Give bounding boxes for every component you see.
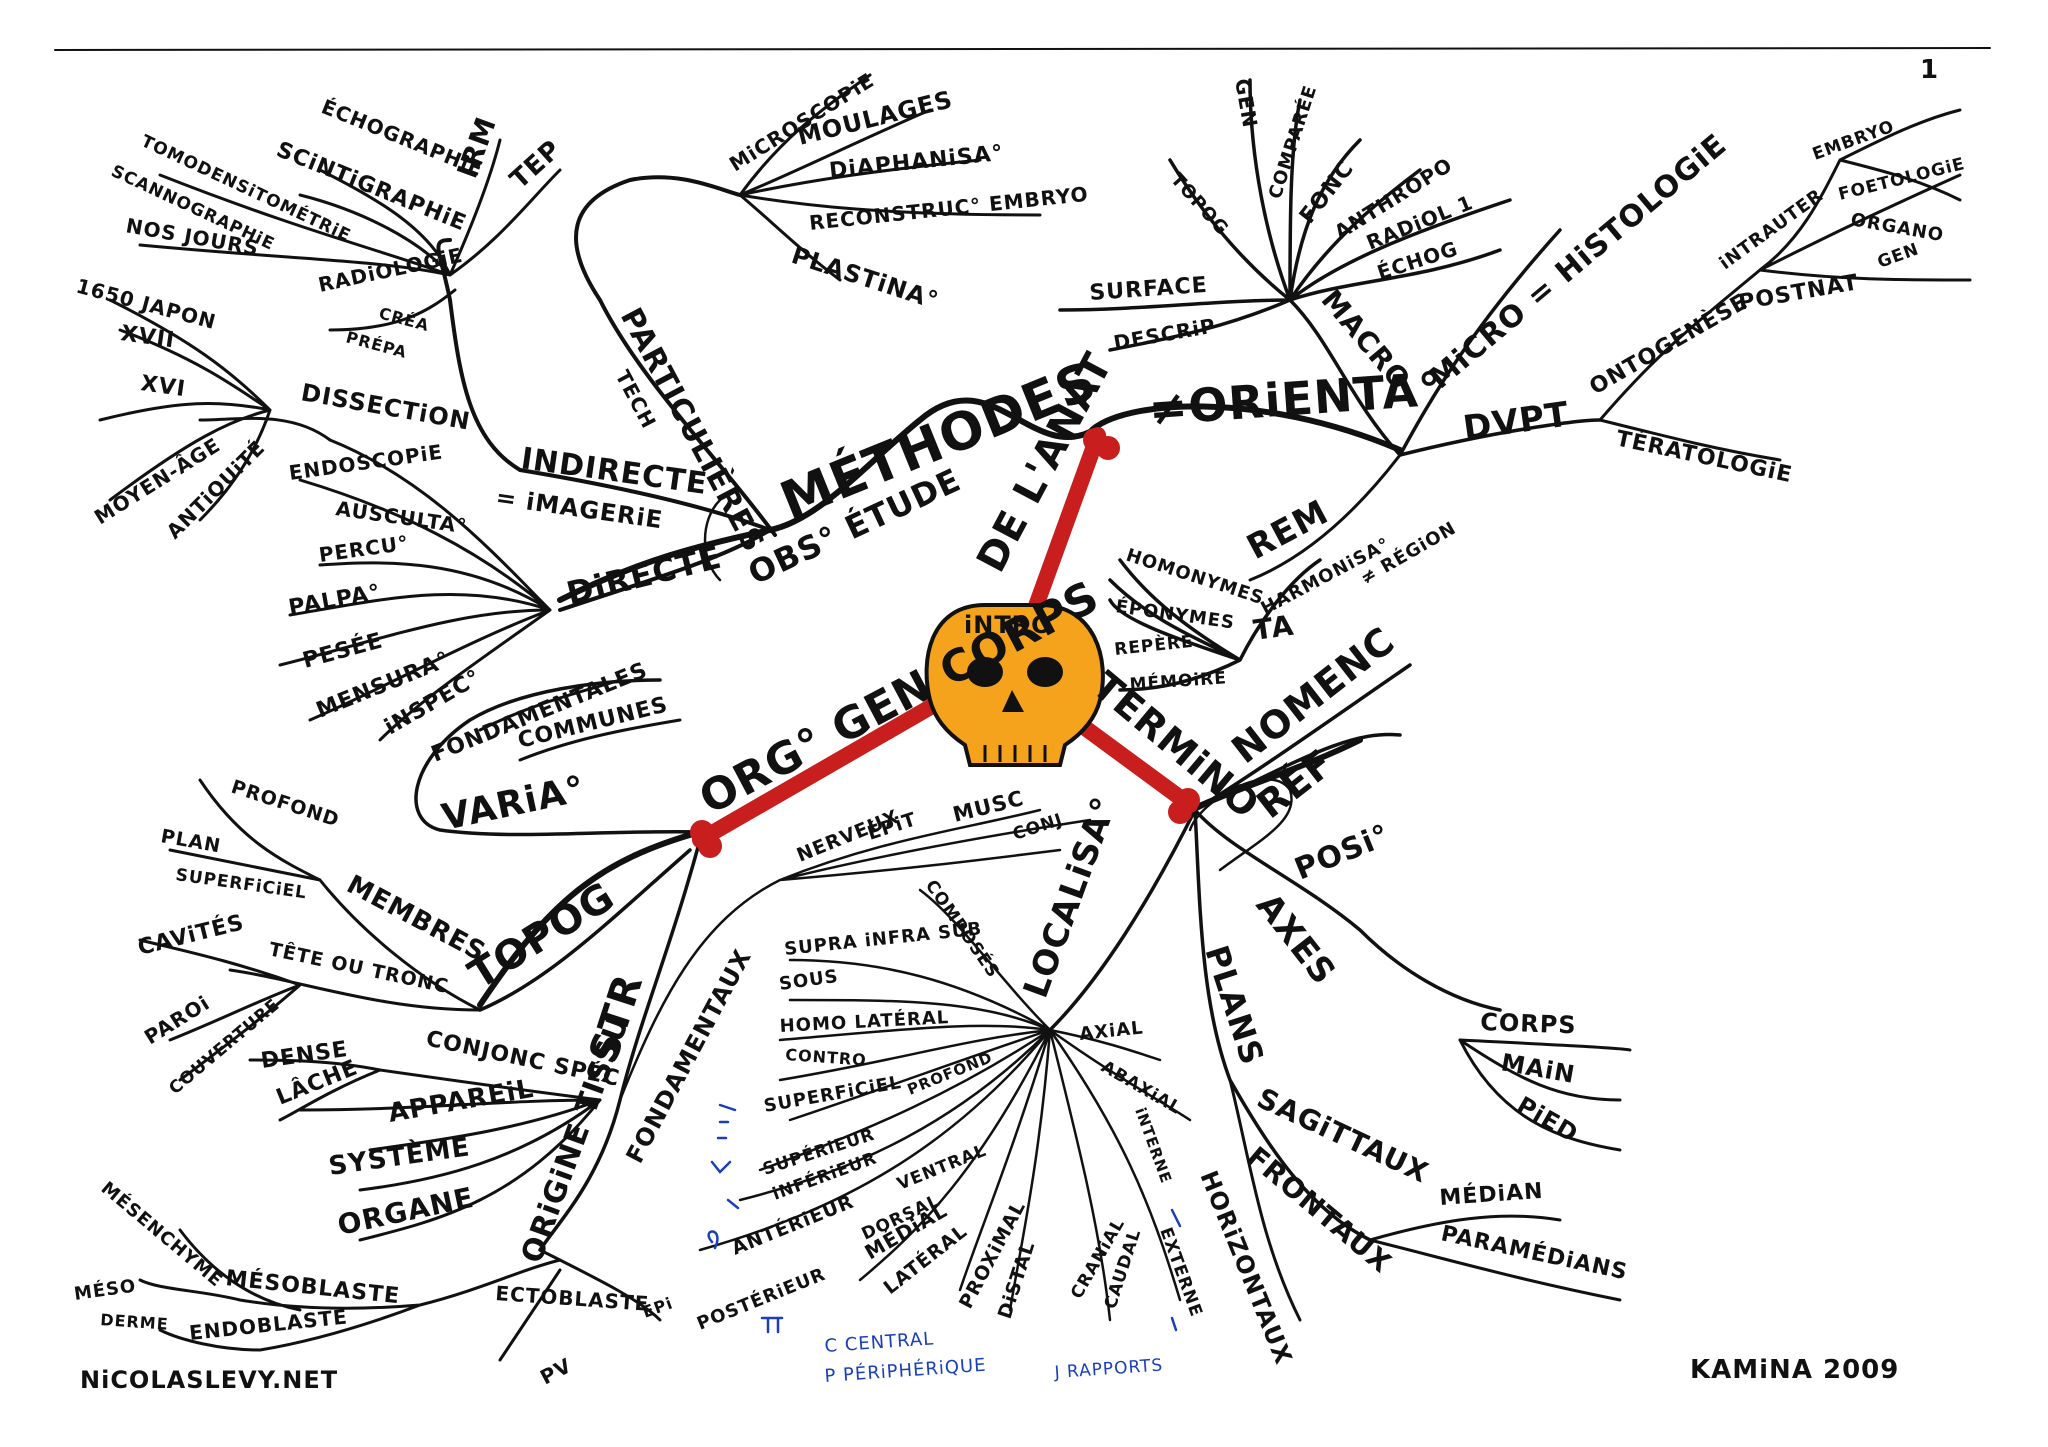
tissu-item-5: ORGANE — [335, 1181, 477, 1242]
axes-label: AXES — [1248, 886, 1344, 993]
membres-item-2: SUPERFiCiEL — [174, 865, 308, 903]
ectoblaste-label: ECTOBLASTE — [495, 1281, 650, 1316]
loc-item-10: POSTÉRiEUR — [694, 1263, 829, 1335]
derme-label: DERME — [100, 1310, 170, 1334]
orientation-branch — [1058, 78, 1972, 582]
part-item-3: RECONSTRUC° EMBRYO — [808, 182, 1090, 235]
intrauter-item-0: EMBRYO — [1810, 117, 1897, 165]
termino-branch — [698, 558, 1632, 1322]
eponym-3: MÉMOiRE — [1129, 666, 1228, 695]
axes-item-0: CORPS — [1480, 1008, 1577, 1039]
ta-label: TA — [1251, 609, 1296, 647]
macro-item-7: SURFACE — [1089, 273, 1209, 306]
directe-item-2: PERCU° — [317, 531, 410, 567]
tete-item-1: PAROi — [140, 990, 214, 1049]
macro-item-8: DESCRiP — [1112, 313, 1218, 355]
eponym-2: REPÈRE — [1113, 630, 1194, 660]
loc-item-21: AXiAL — [1078, 1017, 1144, 1045]
radio-item-2: IRM — [451, 112, 504, 182]
radio-item-7: PRÉPA — [344, 328, 409, 363]
center-label: iNTRO — [964, 611, 1053, 639]
ontogenese-label: ONTOGENÈSE — [1585, 289, 1752, 401]
sagittal-item-1: PARAMÉDiANS — [1439, 1220, 1630, 1285]
loc-item-5: PROFOND — [905, 1048, 995, 1099]
radio-item-6: CRÉA — [377, 304, 432, 336]
loc-item-3: CONTRO — [785, 1045, 868, 1070]
posi-label: POSi° — [1290, 818, 1395, 888]
membres-item-1: PLAN — [159, 825, 223, 857]
history-2: XVII — [119, 321, 176, 353]
directe-item-4: PESÉE — [300, 627, 386, 673]
loc-item-8: ANTÉRiEUR — [728, 1190, 857, 1260]
sagittal-item-0: MÉDiAN — [1439, 1178, 1545, 1211]
note-0: C CENTRAL — [824, 1328, 935, 1357]
note-2: J RAPPORTS — [1053, 1355, 1164, 1383]
endoblaste-label: ENDOBLASTE — [188, 1304, 349, 1345]
axes-item-1: MAiN — [1499, 1048, 1578, 1089]
radio-item-3: TEP — [505, 134, 568, 195]
footer-left: NiCOLASLEVY.NET — [80, 1366, 338, 1394]
top-rule — [54, 47, 1991, 51]
mesenchyme-label: MÉSENCHYME — [97, 1177, 228, 1292]
loc-item-9: VENTRAL — [894, 1141, 989, 1195]
fondamentaux-label: FONDAMENTAUX — [621, 944, 757, 1167]
part-item-2: DiAPHANiSA° — [828, 141, 1005, 184]
varia-label: VARiA° — [438, 769, 589, 839]
bone-left — [692, 682, 968, 848]
part-item-4: PLASTiNA° — [788, 241, 942, 315]
org-branch — [138, 678, 1092, 1362]
radiologie-label: RADiOLOGiE — [316, 243, 465, 297]
intrauter-item-3: GEN — [1875, 239, 1922, 272]
rem-label: REM — [1240, 492, 1335, 568]
methodes-branch — [98, 73, 1042, 742]
directe-label: DiRECTE — [563, 538, 726, 613]
directe-item-0: ENDOSCOPiE — [287, 440, 444, 485]
axes-item-2: PiED — [1512, 1091, 1583, 1148]
macro-item-0: GEN — [1230, 77, 1262, 130]
directe-item-3: PALPA° — [287, 580, 383, 621]
page-number: 1 — [1920, 55, 1939, 85]
loc-item-1: SOUS — [778, 966, 840, 995]
membres-item-0: PROFOND — [228, 776, 342, 832]
plans-label: PLANS — [1197, 941, 1271, 1070]
intrauter-item-2: ORGANO — [1849, 209, 1945, 246]
note-1: P PÉRiPHÉRiQUE — [824, 1354, 987, 1387]
loc-item-18: EXTERNE — [1155, 1225, 1206, 1320]
dvpt-label: DVPT — [1461, 394, 1572, 448]
dissection-label: DISSECTiON — [299, 378, 473, 435]
loc-item-2: HOMO LATÉRAL — [779, 1006, 950, 1037]
footer-right: KAMiNA 2009 — [1690, 1355, 1899, 1385]
part-item-1: MOULAGES — [795, 85, 956, 151]
history-3: XVI — [139, 371, 187, 402]
postnat-label: POSTNAT — [1737, 270, 1861, 316]
meso-label: MÉSO — [73, 1274, 138, 1304]
macro-item-6: TOPOG — [1166, 169, 1232, 239]
membres-label: MEMBRES — [342, 870, 491, 968]
loc-item-19: iNTERNE — [1131, 1105, 1175, 1186]
pv-label: PV — [536, 1353, 576, 1389]
skull-icon — [924, 603, 1105, 767]
topog-label: TOPOG — [461, 873, 623, 998]
